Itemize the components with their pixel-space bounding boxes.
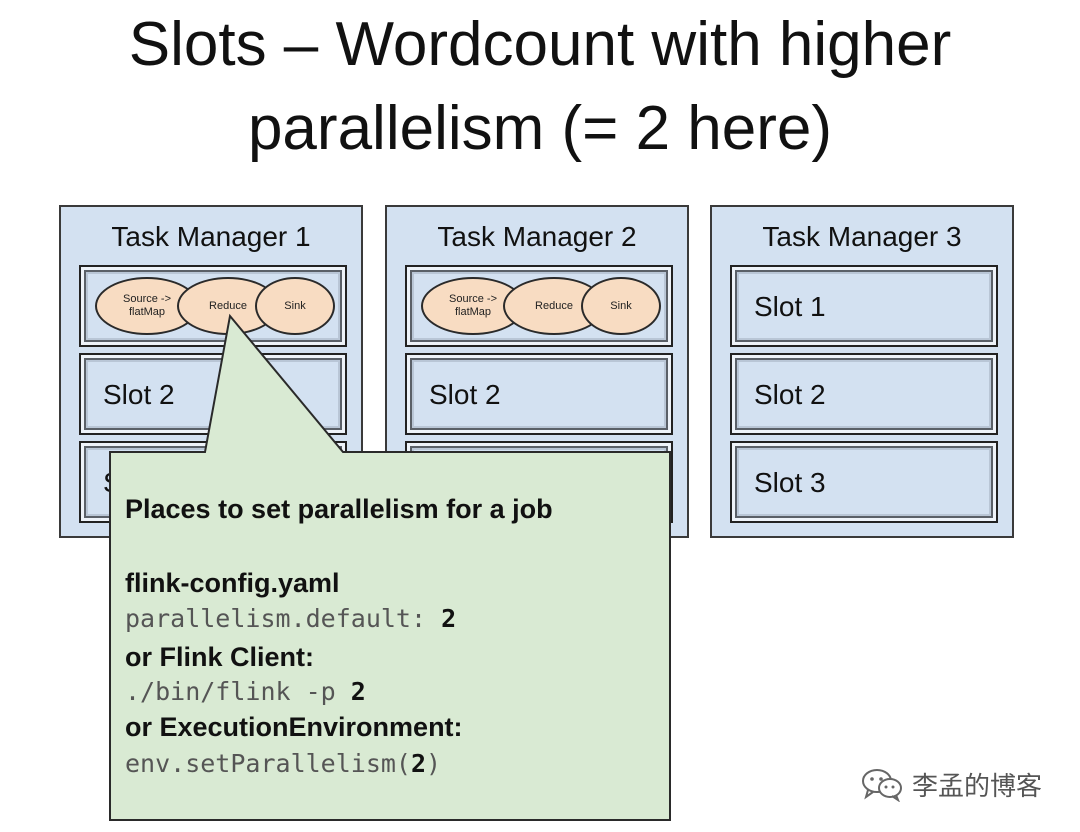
config-key: parallelism.default: [125, 604, 442, 633]
env-code-prefix: env.setParallelism( [125, 749, 411, 778]
client-code: ./bin/flink -p 2 [125, 679, 366, 704]
task-manager-2-title: Task Manager 2 [437, 221, 637, 252]
env-code: env.setParallelism(2) [125, 751, 441, 776]
client-value: 2 [350, 677, 366, 706]
env-value: 2 [410, 749, 427, 778]
client-command: ./bin/flink -p [125, 677, 351, 706]
slot-label: S [103, 467, 122, 498]
watermark-text: 李孟的博客 [912, 771, 1043, 802]
task-manager-3-slot-1: Slot 1 [730, 265, 998, 347]
slot-label: Slot 2 [103, 379, 175, 410]
slot-label: Slot 2 [429, 379, 501, 410]
task-manager-1-title: Task Manager 1 [111, 221, 311, 252]
slide-title-line-1: Slots – Wordcount with higher [128, 10, 952, 79]
wechat-icon [862, 769, 902, 802]
task-manager-3-slot-2: Slot 2 [730, 353, 998, 435]
operator-sink: Sink [255, 277, 335, 335]
config-code: parallelism.default: 2 [125, 606, 456, 631]
task-manager-2-slot-2: Slot 2 [405, 353, 673, 435]
client-label: or Flink Client: [125, 642, 314, 672]
env-label: or ExecutionEnvironment: [125, 712, 463, 742]
task-manager-1: Task Manager 1 Source -> flatMap Reduce … [59, 205, 363, 538]
task-manager-2-slot-1: Source -> flatMap Reduce Sink [405, 265, 673, 347]
config-value: 2 [441, 604, 457, 633]
slot-label: Slot 1 [754, 291, 826, 322]
callout-heading: Places to set parallelism for a job [125, 494, 553, 524]
slot-label: Slot 3 [754, 467, 826, 498]
task-manager-1-slot-1: Source -> flatMap Reduce Sink [79, 265, 347, 347]
task-manager-1-slot-2: Slot 2 [79, 353, 347, 435]
task-manager-3-slot-3: Slot 3 [730, 441, 998, 523]
watermark: 李孟的博客 [860, 766, 1042, 802]
config-file-label: flink-config.yaml [125, 568, 340, 598]
task-manager-2: Task Manager 2 Source -> flatMap Reduce … [385, 205, 689, 538]
slot-label: Slot 2 [754, 379, 826, 410]
task-manager-3: Task Manager 3 Slot 1 Slot 2 Slot 3 [710, 205, 1014, 538]
operator-sink: Sink [581, 277, 661, 335]
slide-title-line-2: parallelism (= 2 here) [247, 94, 833, 163]
task-manager-3-title: Task Manager 3 [762, 221, 962, 252]
env-code-suffix: ) [426, 749, 442, 778]
